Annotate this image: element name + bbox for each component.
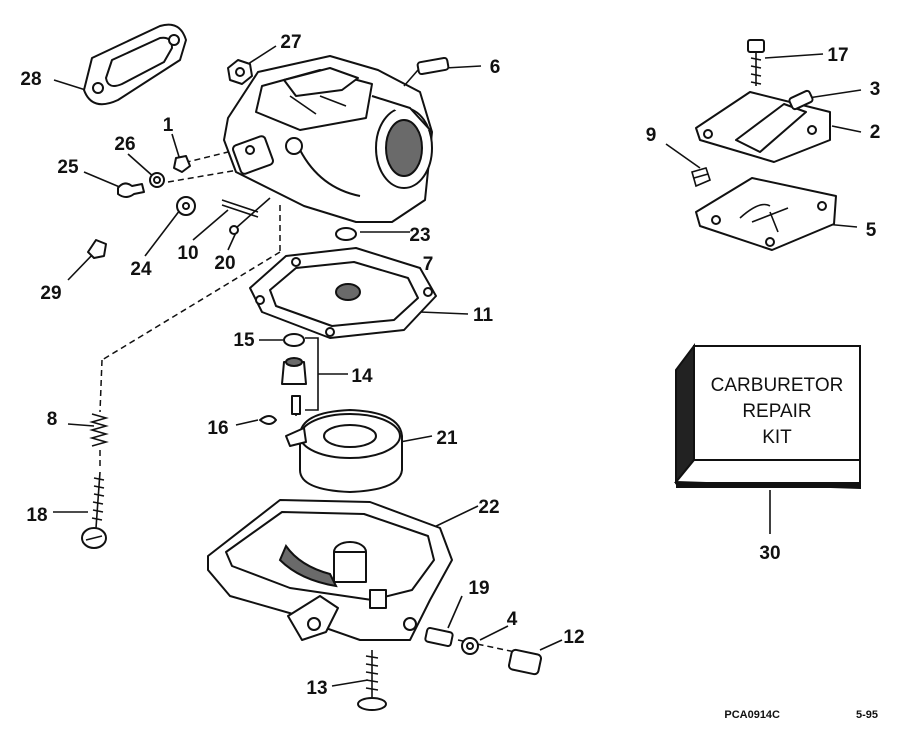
diaphragm-part [695,177,837,251]
callout-16: 16 [207,418,228,439]
carburetor-body-part [223,55,433,223]
kit-label: CARBURETOR REPAIR KIT [711,375,844,448]
callout-13: 13 [306,678,327,699]
screw-9-part [691,167,711,188]
plug-23-part [335,227,357,241]
callout-15: 15 [233,330,255,351]
callout-10: 10 [177,243,198,264]
callout-3: 3 [870,79,881,100]
callout-27: 27 [280,32,301,53]
bowl-gasket-part [249,247,437,339]
drawing-date: 5-95 [856,709,878,721]
kit-label-line: REPAIR [742,401,811,422]
callout-30: 30 [759,543,780,564]
cover-part [695,89,831,163]
callout-28: 28 [20,69,41,90]
callout-18: 18 [26,505,47,526]
flange-gasket-part [83,23,187,106]
callout-23: 23 [409,225,430,246]
callout-17: 17 [827,45,848,66]
callout-1: 1 [163,115,174,136]
screw-6-part [403,56,450,87]
idle-screw-parts [81,413,109,549]
callout-25: 25 [57,157,79,178]
callout-9: 9 [646,125,657,146]
float-bowl-part [207,499,453,641]
callout-4: 4 [507,609,518,630]
callout-21: 21 [436,428,458,449]
callout-26: 26 [114,134,135,155]
assembly-dash-lines [99,151,516,653]
bowl-hardware-parts [357,627,543,711]
cover-screw-part [747,39,765,86]
repair-kit-box [673,343,861,490]
callout-7: 7 [423,254,434,275]
kit-label-line: KIT [762,427,792,448]
callout-29: 29 [40,283,61,304]
small-hardware-left [87,155,271,259]
callout-6: 6 [490,57,501,78]
callout-24: 24 [130,259,152,280]
float-part [285,409,403,493]
callout-14: 14 [351,366,373,387]
nut-part [227,59,253,85]
callout-2: 2 [870,122,881,143]
callout-12: 12 [563,627,584,648]
kit-label-line: CARBURETOR [711,375,844,396]
needle-seat-parts [259,333,307,425]
callout-22: 22 [478,497,499,518]
callout-8: 8 [47,409,58,430]
callout-20: 20 [214,253,235,274]
callout-11: 11 [473,305,494,326]
callout-19: 19 [468,578,489,599]
callout-5: 5 [866,220,877,241]
drawing-code: PCA0914C [724,709,780,721]
